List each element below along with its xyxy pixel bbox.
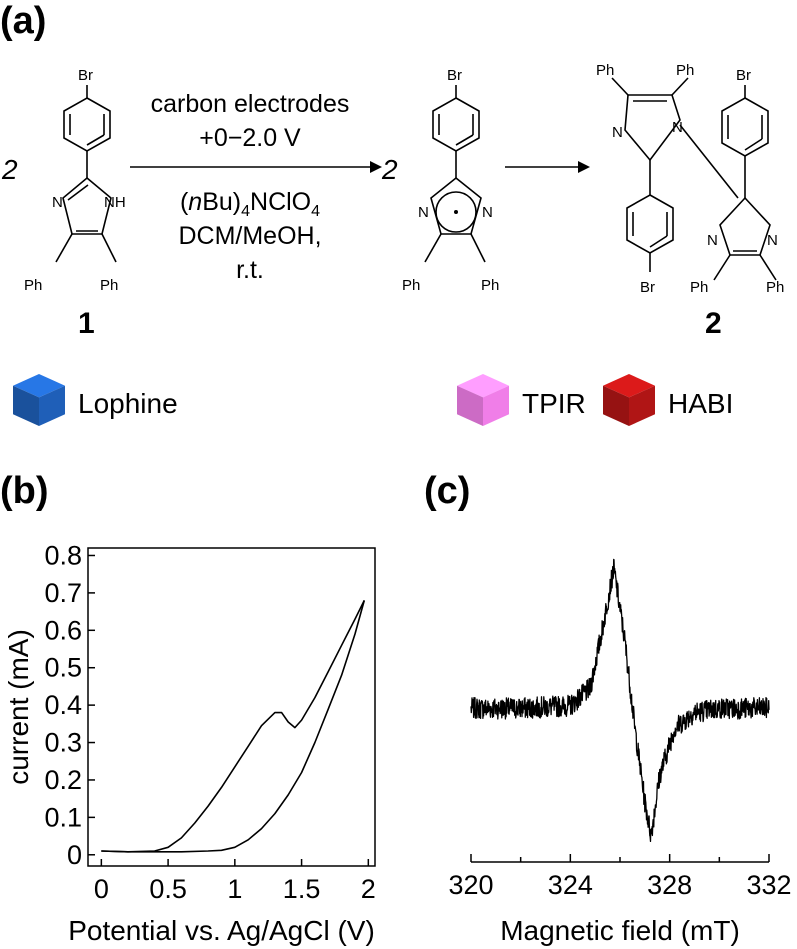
cv-x-tick-label: 2: [361, 874, 376, 904]
cv-y-tick-label: 0.4: [44, 690, 82, 720]
tpir-crystal-icon: [457, 374, 509, 426]
atom-label: Br: [78, 67, 93, 84]
atom-label: Ph: [481, 277, 499, 294]
atom-label: N: [482, 204, 493, 221]
compound-number-2: 2: [705, 307, 722, 340]
esr-x-tick-label: 332: [746, 870, 791, 900]
reaction-scheme: Br N NH Ph Ph Br N N Ph Ph Ph Ph N N Br …: [24, 62, 784, 296]
atom-label: Br: [736, 67, 751, 84]
atom-label: N: [52, 194, 63, 211]
legend-label-lophine: Lophine: [78, 388, 178, 419]
esr-x-axis-label: Magnetic field (mT): [500, 915, 740, 946]
esr-x-tick-label: 320: [448, 870, 493, 900]
crystal-legend: [13, 374, 655, 426]
legend-label-tpir: TPIR: [522, 388, 586, 419]
atom-label: NH: [104, 194, 126, 211]
atom-label: Br: [447, 67, 462, 84]
coefficient-mid: 2: [382, 154, 398, 185]
cv-x-tick-label: 1: [227, 874, 242, 904]
esr-x-tick-label: 324: [548, 870, 593, 900]
atom-label: Ph: [24, 277, 42, 294]
atom-label: N: [672, 119, 683, 136]
atom-label: Ph: [676, 62, 694, 79]
cv-x-tick-label: 1.5: [283, 874, 321, 904]
panel-label-a: (a): [0, 0, 47, 42]
cv-series-1: [101, 600, 366, 853]
coefficient-left: 2: [2, 154, 18, 185]
cv-y-axis-label: current (mA): [3, 629, 34, 785]
condition-line-5: r.t.: [236, 256, 264, 284]
atom-label: N: [418, 204, 429, 221]
atom-label: Ph: [100, 277, 118, 294]
condition-line-1: carbon electrodes: [150, 90, 350, 118]
arrow-head-1: [370, 161, 382, 173]
atom-label: Ph: [690, 279, 708, 296]
cv-y-tick-label: 0.3: [44, 728, 82, 758]
legend-label-habi: HABI: [668, 388, 734, 419]
compound-number-1: 1: [78, 307, 95, 340]
cv-y-tick-label: 0.6: [44, 615, 82, 645]
cv-y-tick-label: 0.8: [44, 540, 82, 570]
esr-series: [470, 558, 770, 843]
cv-y-tick-label: 0.5: [44, 653, 82, 683]
cv-y-tick-label: 0: [67, 840, 82, 870]
atom-label: Br: [640, 279, 655, 296]
condition-line-3: (nBu)4NClO4: [179, 188, 321, 220]
lophine-crystal-icon: [13, 374, 65, 426]
atom-label: N: [707, 232, 718, 249]
atom-label: Ph: [402, 277, 420, 294]
cv-plot-frame: [87, 547, 376, 867]
arrow-head-2: [578, 161, 590, 173]
cv-y-tick-label: 0.1: [44, 802, 82, 832]
atom-label: N: [612, 124, 623, 141]
radical-dot: [454, 210, 458, 214]
cv-y-tick-label: 0.7: [44, 578, 82, 608]
cv-x-axis-label: Potential vs. Ag/AgCl (V): [68, 915, 375, 946]
atom-label: Ph: [766, 279, 784, 296]
cv-x-tick-label: 0.5: [149, 874, 187, 904]
esr-x-tick-label: 328: [647, 870, 692, 900]
cv-x-tick-label: 0: [94, 874, 109, 904]
atom-label: N: [767, 232, 778, 249]
condition-line-4: DCM/MeOH,: [178, 222, 322, 250]
cv-series-2: [101, 600, 366, 853]
cv-y-tick-label: 0.2: [44, 765, 82, 795]
panel-label-c: (c): [424, 470, 471, 512]
atom-label: Ph: [596, 62, 614, 79]
condition-line-2: +0−2.0 V: [199, 124, 301, 152]
habi-crystal-icon: [603, 374, 655, 426]
panel-label-b: (b): [0, 470, 49, 512]
